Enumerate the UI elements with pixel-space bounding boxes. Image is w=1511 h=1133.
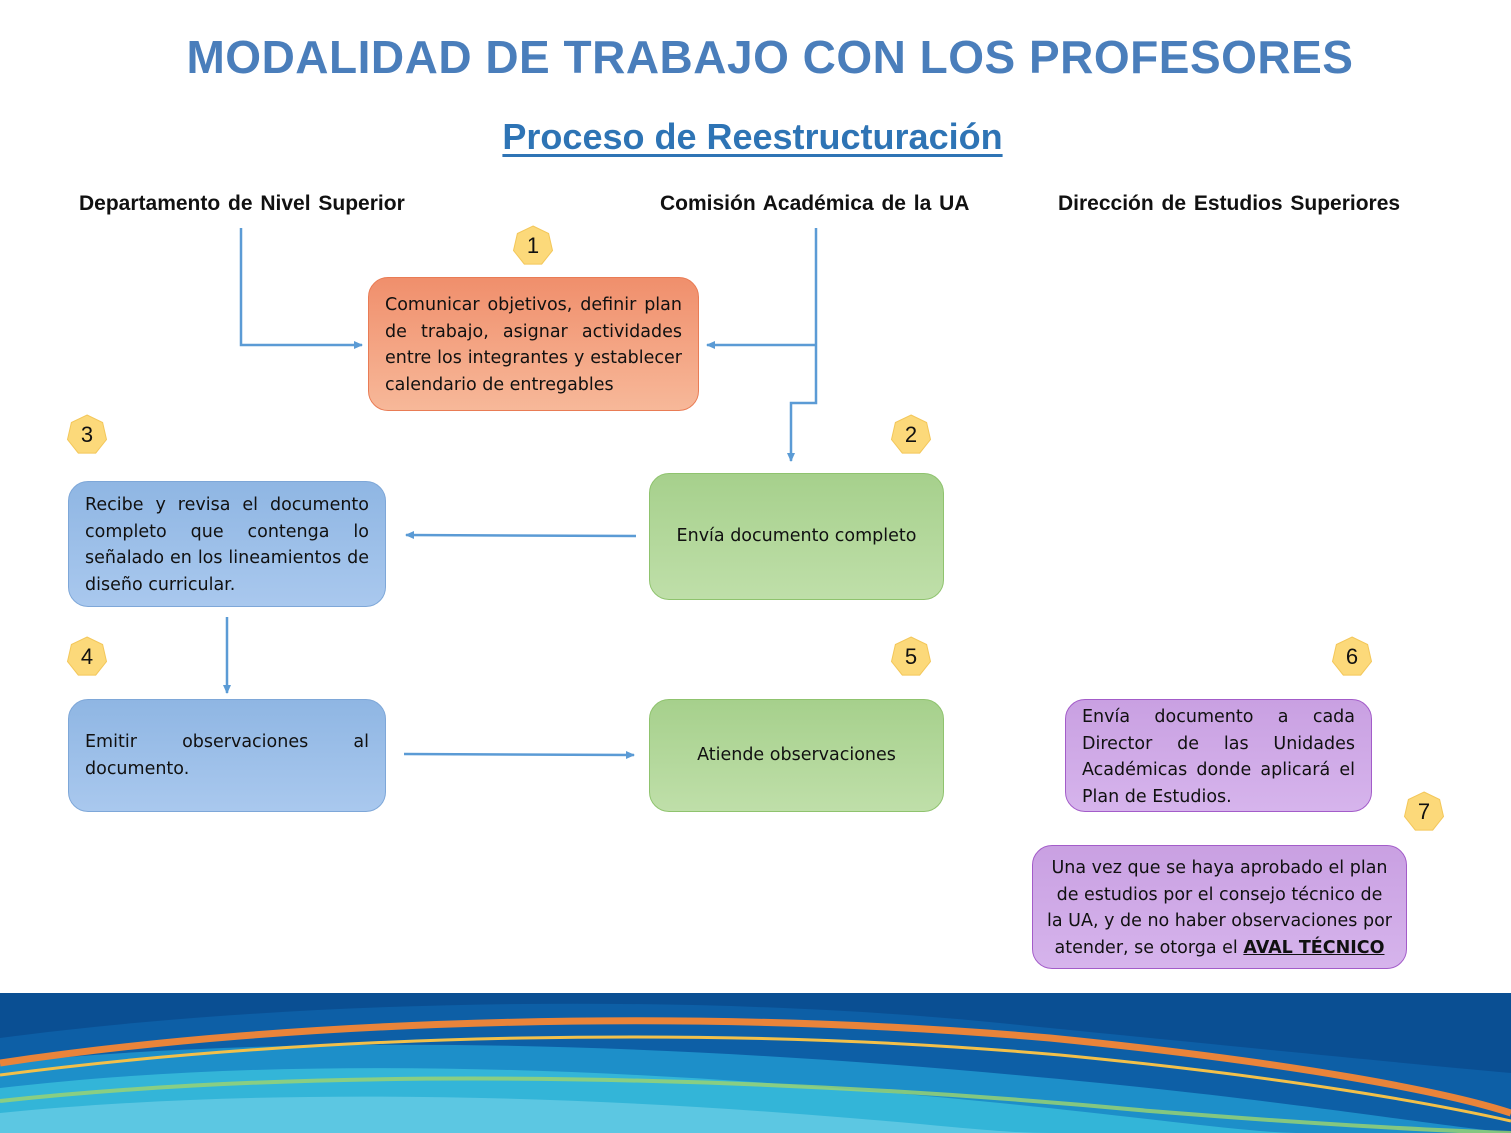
step-6-badge: 6 bbox=[1331, 636, 1373, 678]
arrow-comision-trunk bbox=[787, 228, 818, 462]
step-2-text: Envía documento completo bbox=[676, 526, 917, 547]
arrow-step2-to-step3 bbox=[405, 531, 637, 540]
step-1-badge: 1 bbox=[512, 225, 554, 267]
arrow-step4-to-step5 bbox=[403, 750, 635, 759]
aval-tecnico-emphasis: AVAL TÉCNICO bbox=[1243, 937, 1385, 958]
step-1-box: Comunicar objetivos, definir plan de tra… bbox=[368, 277, 699, 411]
step-5-text: Atiende observaciones bbox=[697, 745, 896, 766]
step-3-number: 3 bbox=[80, 422, 94, 447]
lane-header-comision: Comisión Académica de la UA bbox=[660, 192, 970, 215]
step-4-badge: 4 bbox=[66, 636, 108, 678]
arrow-departamento-to-step1 bbox=[239, 228, 363, 349]
connector-arrows bbox=[223, 228, 818, 759]
step-7-box: Una vez que se haya aprobado el plan de … bbox=[1032, 845, 1407, 969]
step-6-number: 6 bbox=[1345, 644, 1359, 669]
step-6-text: Envía documento a cada Director de las U… bbox=[1082, 707, 1355, 807]
step-4-number: 4 bbox=[80, 644, 94, 669]
step-3-box: Recibe y revisa el documento completo qu… bbox=[68, 481, 386, 607]
step-6-box: Envía documento a cada Director de las U… bbox=[1065, 699, 1372, 812]
step-2-badge: 2 bbox=[890, 414, 932, 456]
step-5-badge: 5 bbox=[890, 636, 932, 678]
lane-header-direccion: Dirección de Estudios Superiores bbox=[1058, 192, 1401, 215]
step-3-text: Recibe y revisa el documento completo qu… bbox=[85, 495, 369, 595]
step-5-box: Atiende observaciones bbox=[649, 699, 944, 812]
lane-header-departamento: Departamento de Nivel Superior bbox=[79, 192, 405, 215]
step-2-number: 2 bbox=[904, 422, 918, 447]
step-7-badge: 7 bbox=[1403, 791, 1445, 833]
page-title: MODALIDAD DE TRABAJO CON LOS PROFESORES bbox=[186, 31, 1354, 83]
page-subtitle: Proceso de Reestructuración bbox=[502, 116, 1003, 157]
step-7-number: 7 bbox=[1417, 799, 1431, 824]
step-3-badge: 3 bbox=[66, 414, 108, 456]
step-1-text: Comunicar objetivos, definir plan de tra… bbox=[385, 295, 682, 395]
step-7-text: Una vez que se haya aprobado el plan de … bbox=[1047, 858, 1392, 958]
step-2-box: Envía documento completo bbox=[649, 473, 944, 600]
step-1-number: 1 bbox=[526, 233, 540, 258]
step-4-text: Emitir observaciones al documento. bbox=[85, 732, 369, 779]
step-5-number: 5 bbox=[904, 644, 918, 669]
footer-wave-decoration bbox=[0, 993, 1511, 1133]
step-4-box: Emitir observaciones al documento. bbox=[68, 699, 386, 812]
